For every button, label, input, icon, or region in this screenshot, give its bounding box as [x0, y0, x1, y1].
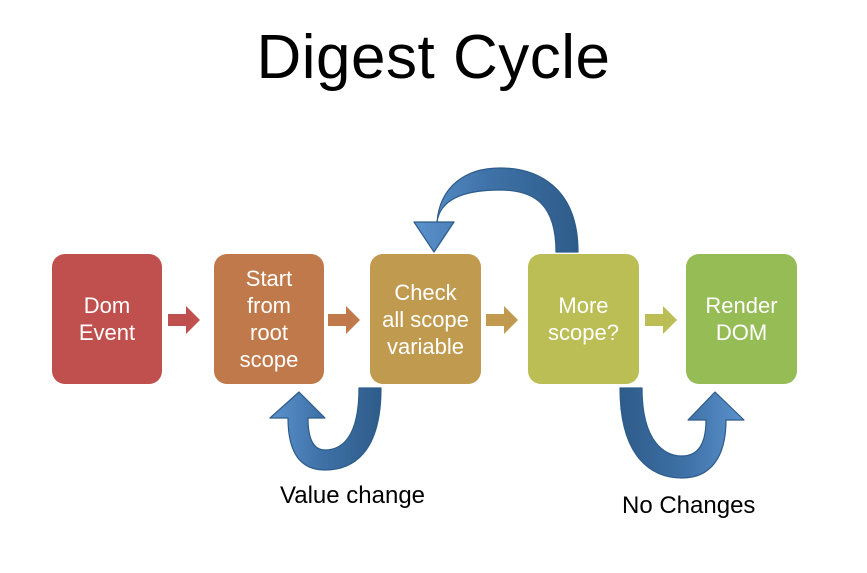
page-title: Digest Cycle	[256, 23, 611, 92]
arrow-more-scope-to-render-dom	[645, 306, 677, 334]
node-dom-event[interactable]: Dom Event	[52, 254, 162, 384]
node-check-all-scope-variable[interactable]: Check all scope variable	[370, 254, 481, 384]
node-label-render-dom: Render DOM	[705, 293, 778, 345]
node-label-dom-event: Dom Event	[78, 293, 136, 345]
node-label-start-from-root-scope: Start from root scope	[239, 266, 299, 372]
edge-label-no-changes: No Changes	[622, 492, 756, 519]
node-label-more-scope: More scope?	[548, 293, 619, 345]
node-label-check-all-scope-variable: Check all scope variable	[382, 279, 469, 359]
curved-arrow-no-changes	[619, 387, 745, 479]
curved-arrow-value-change	[269, 387, 382, 471]
arrow-check-scope-to-more-scope	[486, 306, 518, 334]
node-start-from-root-scope[interactable]: Start from root scope	[214, 254, 324, 384]
arrow-dom-event-to-start-root	[168, 306, 200, 334]
node-more-scope[interactable]: More scope?	[528, 254, 639, 384]
curved-arrow-more-scope-loopback	[413, 167, 579, 253]
arrow-start-root-to-check-scope	[328, 306, 360, 334]
node-render-dom[interactable]: Render DOM	[686, 254, 797, 384]
edge-label-value-change: Value change	[280, 482, 426, 509]
